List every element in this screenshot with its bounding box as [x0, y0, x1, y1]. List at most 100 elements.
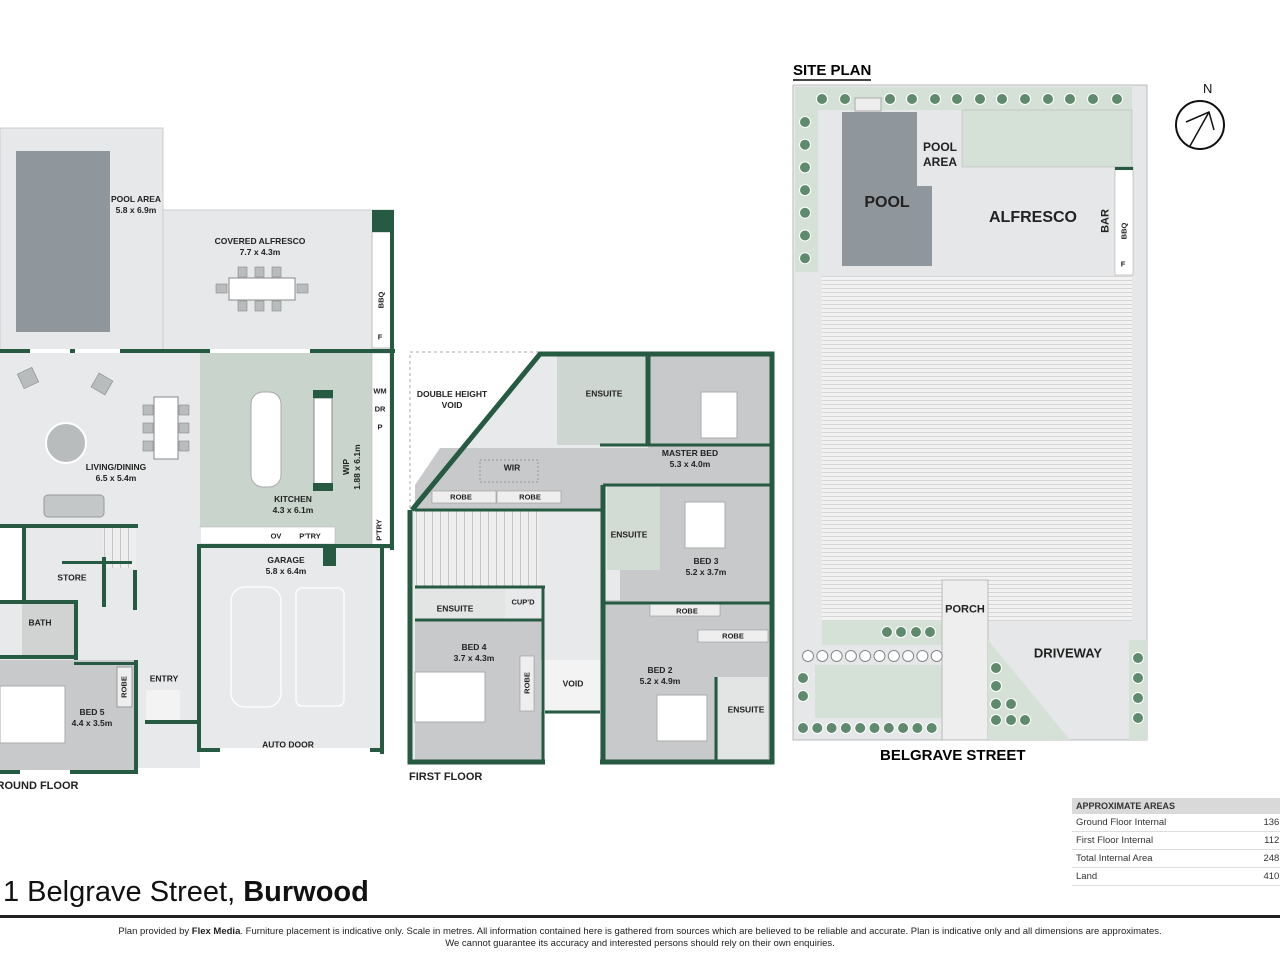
- room-ensuite-bed3: ENSUITE: [610, 529, 648, 540]
- tree-icon: [816, 650, 829, 662]
- tree-icon: [990, 698, 1002, 710]
- tree-icon: [990, 714, 1002, 726]
- tree-icon: [990, 680, 1002, 692]
- tree-icon: [799, 138, 811, 151]
- tree-icon: [816, 93, 828, 105]
- property-title: 1 Belgrave Street, Burwood: [3, 876, 369, 908]
- tree-icon: [854, 722, 867, 734]
- room-ensuite-master: ENSUITE: [585, 388, 623, 399]
- label-robe-4: ROBE: [722, 631, 744, 641]
- tree-icon: [1132, 712, 1144, 724]
- first-floor-plan: [407, 351, 775, 765]
- label-robe-2: ROBE: [519, 492, 541, 502]
- site-plan-heading: SITE PLAN: [793, 62, 872, 81]
- tree-icon: [797, 690, 809, 702]
- tree-icon: [925, 722, 938, 734]
- room-store: STORE: [57, 572, 87, 583]
- compass-icon: [1175, 100, 1225, 150]
- site-alfresco: ALFRESCO: [989, 209, 1077, 226]
- tree-icon: [799, 184, 811, 197]
- tree-icon: [799, 252, 811, 265]
- tree-icon: [895, 626, 907, 638]
- tree-icon: [916, 650, 929, 662]
- tree-icon: [1132, 692, 1144, 704]
- tree-icon: [897, 722, 910, 734]
- street-name: BELGRAVE STREET: [880, 747, 1026, 764]
- tree-icon: [881, 626, 893, 638]
- tree-icon: [929, 93, 941, 105]
- room-entry: ENTRY: [149, 673, 179, 684]
- ground-floor-plan: [0, 127, 395, 774]
- tree-icon: [902, 650, 915, 662]
- tree-icon: [1064, 93, 1076, 105]
- tree-icon: [996, 93, 1008, 105]
- tree-icon: [910, 626, 922, 638]
- tree-icon: [873, 650, 886, 662]
- tree-icon: [906, 93, 918, 105]
- room-wir: WIR: [503, 462, 521, 473]
- tree-icon: [974, 93, 986, 105]
- site-bbq: BBQ: [1119, 222, 1129, 240]
- site-porch: PORCH: [945, 603, 985, 616]
- tree-icon: [884, 93, 896, 105]
- tree-icon: [839, 93, 851, 105]
- tree-icon: [1005, 698, 1017, 710]
- label-oven: OV: [270, 531, 282, 541]
- label-pantry-2: P'TRY: [374, 519, 384, 541]
- site-bar: BAR: [1099, 209, 1112, 233]
- pool-shape: [16, 151, 110, 332]
- room-ensuite-bed4: ENSUITE: [436, 603, 474, 614]
- label-p: P: [377, 422, 383, 432]
- tree-icon: [1132, 672, 1144, 684]
- tree-icon: [797, 672, 809, 684]
- site-plan-drawing: [792, 84, 1225, 741]
- tree-icon: [930, 650, 943, 662]
- site-driveway: DRIVEWAY: [1033, 645, 1103, 661]
- north-label: N: [1203, 81, 1213, 96]
- label-wm: WM: [373, 386, 387, 396]
- tree-icon: [1111, 93, 1123, 105]
- label-bbq: BBQ: [376, 291, 386, 309]
- label-pantry: P'TRY: [299, 531, 321, 541]
- tree-icon: [797, 722, 809, 734]
- tree-icon: [882, 722, 895, 734]
- tree-icon: [799, 116, 811, 128]
- tree-icon: [924, 626, 936, 638]
- tree-icon: [830, 650, 843, 662]
- site-fridge: F: [1120, 259, 1126, 269]
- room-void: VOID: [562, 678, 584, 689]
- tree-icon: [799, 229, 811, 242]
- ground-floor-heading: GROUND FLOOR: [0, 780, 79, 792]
- tree-icon: [868, 722, 881, 734]
- tree-icon: [844, 650, 857, 662]
- room-bath: BATH: [28, 617, 52, 628]
- site-pool: POOL: [864, 194, 910, 211]
- tree-icon: [859, 650, 872, 662]
- areas-header: APPROXIMATE AREAS: [1072, 798, 1280, 814]
- tree-icon: [799, 161, 811, 174]
- tree-icon: [951, 93, 963, 105]
- tree-icon: [799, 206, 811, 219]
- tree-icon: [825, 722, 838, 734]
- label-robe-1: ROBE: [450, 492, 472, 502]
- tree-icon: [911, 722, 924, 734]
- footer-disclaimer: Plan provided by Flex Media. Furniture p…: [118, 926, 1162, 949]
- tree-icon: [811, 722, 824, 734]
